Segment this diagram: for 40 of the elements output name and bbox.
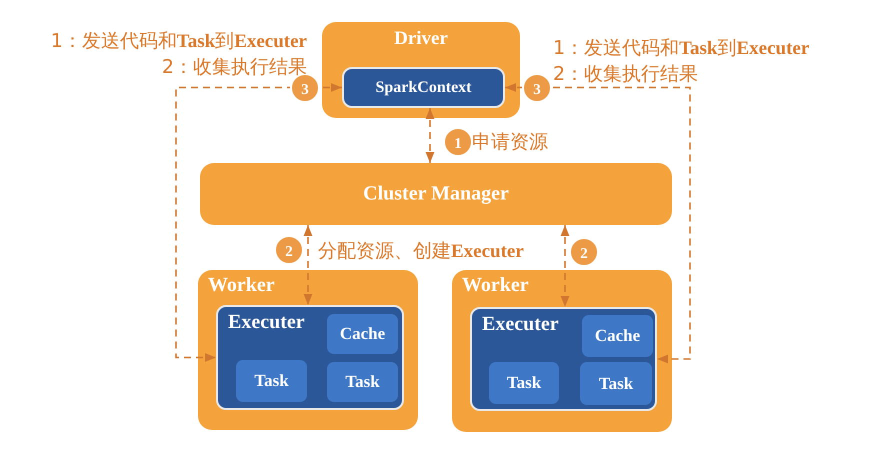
worker-box [198,270,418,430]
cache-box [327,314,398,354]
step-number: 2 [569,237,599,267]
node-label: Worker [208,274,275,297]
node-label: Cache [340,324,386,344]
manager-box [200,163,672,225]
context-box [342,67,505,108]
edge-label: 3 [522,73,552,103]
node-label: Executer [482,313,559,336]
node-label: Task [506,373,542,393]
node-label: Task [254,371,289,391]
task-box [489,362,559,404]
node-label: Executer [228,311,305,334]
step-number: 1 [443,127,473,157]
node-label: Driver [394,28,448,50]
driver-box [322,22,520,118]
annotation-text: 1：发送代码和Task到Executer [553,36,810,61]
annotation-text: 申请资源 [472,130,548,155]
task-box [327,362,398,402]
task-box [236,360,307,402]
annotation-text: 分配资源、创建Executer [318,239,524,264]
task-box [580,362,652,405]
dashed-arrow [304,225,312,305]
node-label: SparkContext [376,78,472,96]
step-number: 2 [274,235,304,265]
node-label: Cache [594,326,640,346]
dashed-arrow [426,108,434,163]
worker-box [452,270,672,432]
executer-box [470,307,657,411]
annotation-text: 2：收集执行结果 [553,62,698,87]
dashed-arrow [505,83,691,364]
executer-box [216,305,404,410]
node-label: Worker [462,274,529,297]
node-label: Task [598,374,634,394]
annotation-text: 1：发送代码和Task到Executer [50,29,307,54]
dashed-arrow [175,83,342,362]
cache-box [582,315,653,357]
node-label: Cluster Manager [363,182,509,206]
node-label: Task [345,372,380,392]
dashed-arrow [560,225,570,307]
